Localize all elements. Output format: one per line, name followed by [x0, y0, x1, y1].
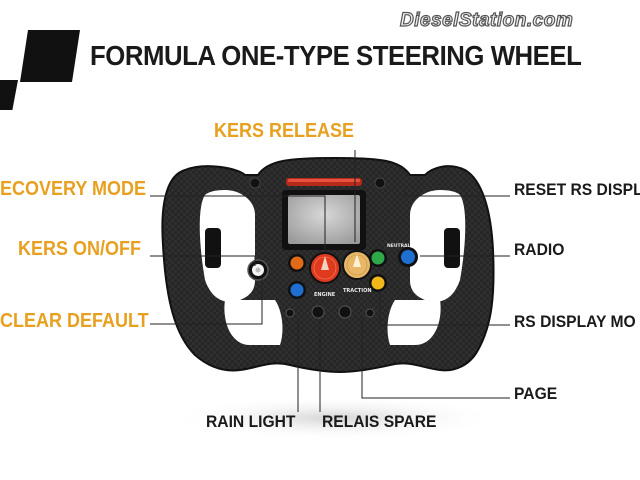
neutral-button-label: NEUTRAL — [387, 243, 411, 249]
traction-dial-label: TRACTION — [343, 288, 372, 294]
label-reset-rs-display: RESET RS DISPL — [514, 180, 640, 199]
engine-dial-label: ENGINE — [314, 292, 336, 298]
wheel-shadow — [170, 396, 500, 440]
label-relais-spare: RELAIS SPARE — [322, 412, 437, 431]
label-recovery-mode: ECOVERY MODE — [0, 178, 147, 200]
brand-logo-mark — [0, 30, 80, 110]
watermark-logo: DieselStation.com — [399, 9, 574, 31]
display-screen — [288, 195, 360, 244]
top-left-button — [249, 177, 261, 189]
left-grip-opening — [199, 190, 255, 302]
right-paddle — [444, 228, 460, 268]
callout-lines — [150, 150, 510, 412]
top-right-button — [374, 177, 386, 189]
label-page: PAGE — [514, 384, 558, 403]
label-rain-light: RAIN LIGHT — [206, 412, 296, 431]
label-clear-default: CLEAR DEFAULT — [0, 310, 149, 332]
relais-spare-button — [338, 305, 352, 319]
left-paddle — [205, 228, 221, 268]
lower-left-opening — [224, 300, 283, 345]
label-kers-release: KERS RELEASE — [214, 120, 355, 142]
rain-light-button — [311, 305, 325, 319]
lower-right-opening — [387, 300, 441, 345]
label-rs-display-mode: RS DISPLAY MO — [514, 312, 636, 331]
label-kers-on-off: KERS ON/OFF — [18, 238, 142, 260]
page-title: FORMULA ONE-TYPE STEERING WHEEL — [90, 40, 582, 71]
label-radio: RADIO — [514, 240, 565, 259]
right-grip-opening — [410, 190, 466, 302]
